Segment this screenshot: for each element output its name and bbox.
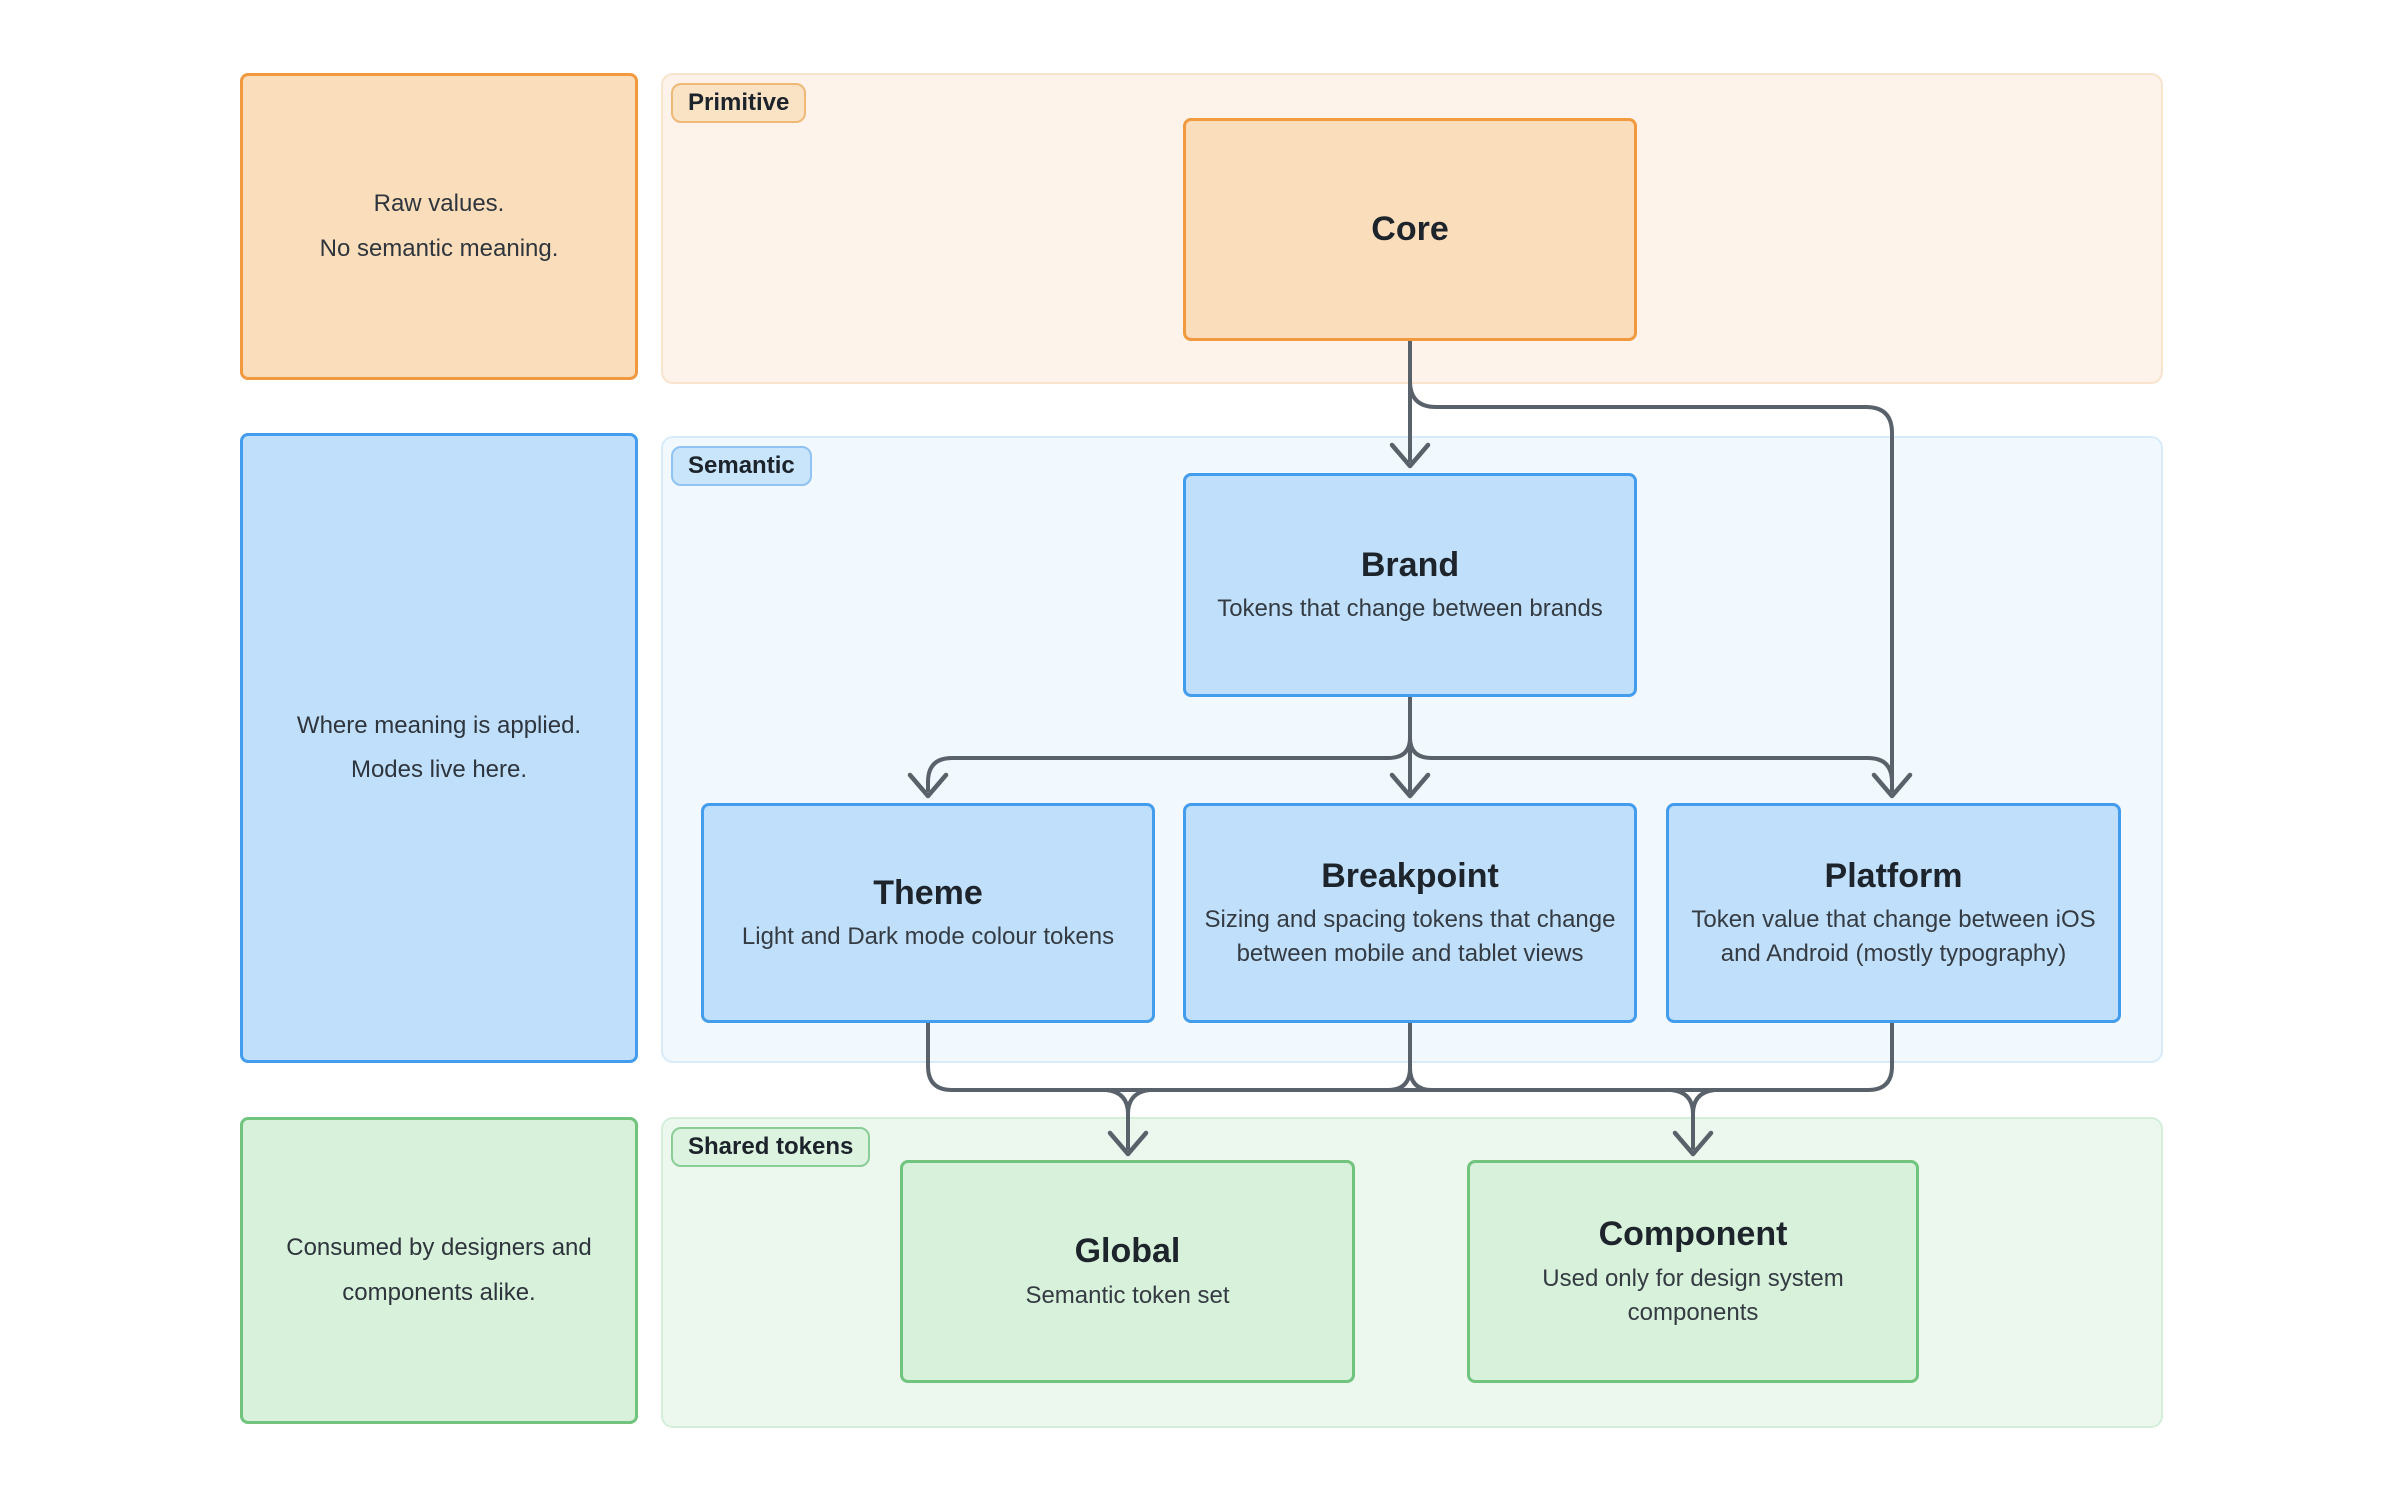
node-theme: Theme Light and Dark mode colour tokens [701, 803, 1155, 1023]
node-component: Component Used only for design system co… [1467, 1160, 1919, 1383]
node-theme-subtitle: Light and Dark mode colour tokens [741, 923, 1115, 951]
section-label-semantic: Semantic [671, 446, 812, 486]
node-brand-title: Brand [1360, 545, 1460, 584]
node-global-subtitle: Semantic token set [1025, 1281, 1230, 1309]
note-shared-line1: Consumed by designers and [286, 1234, 592, 1262]
node-component-title: Component [1598, 1215, 1788, 1254]
note-semantic: Where meaning is applied. Modes live her… [240, 433, 638, 1063]
arrowhead-platform [1871, 772, 1913, 799]
node-core: Core [1183, 118, 1637, 341]
arrowhead-theme [907, 772, 949, 799]
node-global: Global Semantic token set [900, 1160, 1355, 1383]
edge-breakpoint-merge-right [1408, 1066, 1434, 1092]
node-brand: Brand Tokens that change between brands [1183, 473, 1637, 697]
note-shared: Consumed by designers and components ali… [240, 1117, 638, 1424]
edge-breakpoint-merge-left [1386, 1066, 1412, 1092]
arrowhead-brand [1389, 442, 1431, 469]
node-platform: Platform Token value that change between… [1666, 803, 2121, 1023]
node-global-title: Global [1074, 1232, 1181, 1271]
note-primitive-line2: No semantic meaning. [319, 234, 559, 262]
edge-bus-global-left-shoulder [1104, 1088, 1130, 1116]
arrowhead-breakpoint [1389, 772, 1431, 799]
edge-core-platform [1408, 379, 1894, 792]
edge-bus-component-right-shoulder [1691, 1088, 1717, 1116]
node-platform-subtitle: Token value that change between iOS and … [1691, 906, 2096, 968]
note-semantic-line2: Modes live here. [350, 756, 528, 783]
node-platform-title: Platform [1824, 856, 1963, 895]
edge-bus-global-right-shoulder [1126, 1088, 1152, 1116]
edge-brand-fork-right [1408, 736, 1894, 792]
node-brand-subtitle: Tokens that change between brands [1217, 595, 1603, 623]
note-primitive: Raw values. No semantic meaning. [240, 73, 638, 380]
edge-bottom-bus [926, 1021, 1894, 1092]
arrowhead-global [1107, 1130, 1149, 1157]
node-breakpoint: Breakpoint Sizing and spacing tokens tha… [1183, 803, 1637, 1023]
node-theme-title: Theme [873, 873, 983, 912]
node-core-title: Core [1371, 210, 1449, 249]
edge-brand-fork-left [926, 736, 1412, 792]
note-semantic-line1: Where meaning is applied. [296, 711, 582, 739]
node-breakpoint-subtitle: Sizing and spacing tokens that change be… [1204, 906, 1616, 968]
section-label-primitive: Primitive [671, 83, 807, 123]
arrowhead-component [1672, 1130, 1714, 1157]
node-breakpoint-title: Breakpoint [1321, 856, 1499, 895]
node-component-subtitle: Used only for design system components [1542, 1264, 1844, 1326]
section-label-shared-tokens: Shared tokens [671, 1127, 871, 1167]
note-shared-line2: components alike. [342, 1278, 536, 1306]
edge-bus-component-left-shoulder [1669, 1088, 1695, 1116]
note-primitive-line1: Raw values. [373, 190, 505, 218]
